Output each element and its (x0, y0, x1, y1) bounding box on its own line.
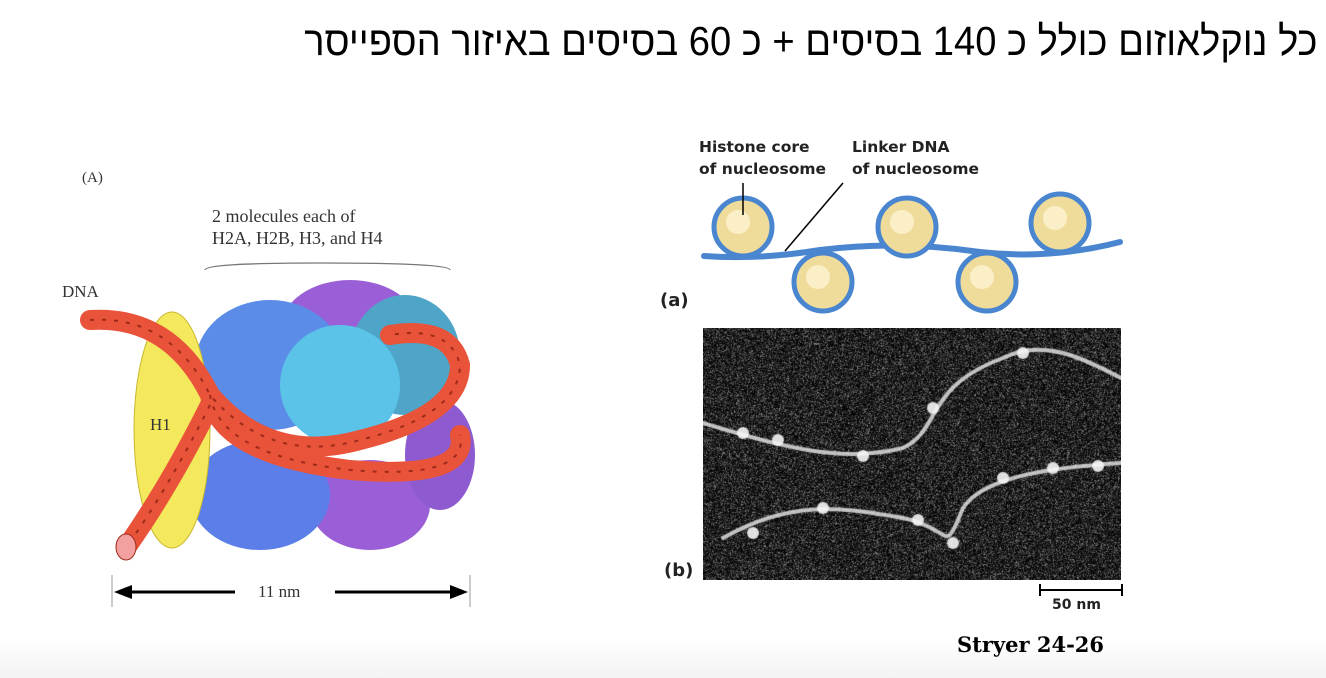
linker-pointer (785, 183, 843, 251)
histone-core-label-line1: Histone core (699, 136, 826, 158)
histone-caption-line2: H2A, H2B, H3, and H4 (212, 227, 383, 249)
nucleosome-illustration (60, 255, 500, 615)
linker-dna-label: Linker DNA of nucleosome (852, 136, 979, 180)
panel-a-label: (a) (660, 290, 689, 311)
h1-label: H1 (150, 415, 171, 435)
left-scale-label: 11 nm (258, 582, 300, 602)
histone-core-label-line2: of nucleosome (699, 158, 826, 180)
histone-caption-line1: 2 molecules each of (212, 205, 383, 227)
slide-title: כל נוקלאוזום כולל כ 140 בסיסים + כ 60 בס… (305, 18, 1318, 65)
linker-dna-label-line2: of nucleosome (852, 158, 979, 180)
electron-micrograph (703, 328, 1121, 580)
arrow-head-right (450, 585, 468, 599)
footer-band (0, 638, 1326, 678)
panel-label-a-left: (A) (82, 170, 103, 187)
arrow-head-left (114, 585, 132, 599)
source-credit: Stryer 24-26 (957, 632, 1104, 657)
linker-dna-label-line1: Linker DNA (852, 136, 979, 158)
beads-on-string-diagram (700, 180, 1130, 320)
histone-caption: 2 molecules each of H2A, H2B, H3, and H4 (212, 205, 383, 249)
histone-core-label: Histone core of nucleosome (699, 136, 826, 180)
panel-b-label: (b) (664, 560, 693, 581)
right-scale-label: 50 nm (1052, 597, 1101, 613)
histone-bracket (205, 263, 450, 270)
scale-bar (1038, 583, 1124, 597)
dna-end (116, 534, 136, 560)
